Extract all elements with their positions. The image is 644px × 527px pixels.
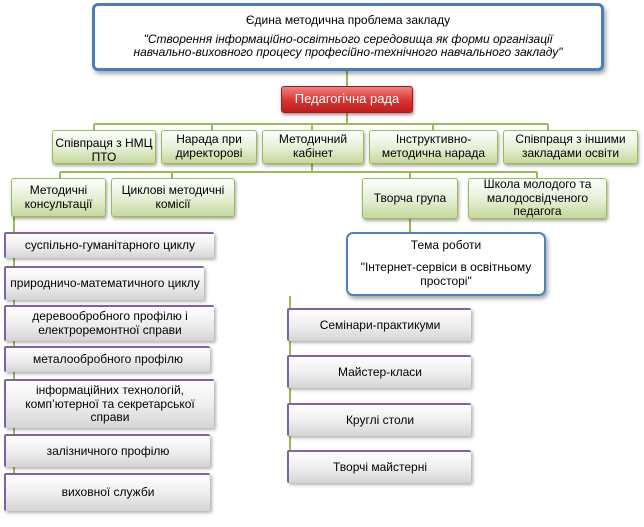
activity-item-seminars: Семінари-практикуми	[287, 308, 471, 341]
main-problem-subtitle-line1: "Створення інформаційно-освітнього серед…	[143, 31, 553, 46]
commission-label: деревообробного профілю і електроремонтн…	[32, 309, 188, 337]
level2-label-methodical-cabinet: Методичний кабінет	[278, 132, 348, 160]
level2-box-other-institutions: Співпраця з іншими закладами освіти	[503, 130, 638, 164]
level2-box-director-meeting: Нарада при директорові	[161, 130, 257, 164]
commission-item-humanities: суспільно-гуманітарного циклу	[4, 232, 214, 258]
commissions-box: Циклові методичні комісії	[111, 178, 235, 217]
activity-label: Круглі столи	[345, 412, 415, 427]
commission-label: інформаційних технологій, комп’ютерної т…	[25, 382, 195, 425]
young-teacher-school-label: Школа молодого та малодосвідченого педаг…	[483, 176, 592, 219]
level2-label-instructive-meeting: Інструктивно-методична нарада	[381, 132, 486, 160]
commission-label: залізничного профілю	[46, 443, 170, 458]
activity-item-master-classes: Майстер-класи	[287, 355, 471, 388]
activity-label: Семінари-практикуми	[319, 317, 441, 332]
level2-box-nmc: Співпраця з НМЦ ПТО	[52, 130, 156, 164]
pedagogical-council-label: Педагогічна рада	[294, 91, 400, 107]
commission-item-it: інформаційних технологій, комп’ютерної т…	[4, 379, 214, 428]
commission-item-education-service: виховної служби	[4, 473, 210, 511]
level2-box-methodical-cabinet: Методичний кабінет	[262, 130, 364, 164]
activity-label: Творчі майстерні	[332, 459, 427, 474]
activity-label: Майстер-класи	[338, 364, 422, 379]
main-problem-title: Єдина методична проблема закладу	[245, 12, 451, 27]
commission-label: металообробного профілю	[33, 352, 183, 367]
creative-group-box: Творча група	[362, 178, 458, 219]
commission-item-natural-math: природничо-математичного циклу	[4, 266, 204, 300]
commission-label: виховної служби	[61, 485, 155, 500]
commission-label: суспільно-гуманітарного циклу	[24, 238, 196, 253]
consultations-box: Методичні консультації	[11, 178, 106, 217]
pedagogical-council-box: Педагогічна рада	[281, 86, 413, 113]
activity-item-workshops: Творчі майстерні	[287, 450, 471, 483]
consultations-label: Методичні консультації	[24, 182, 93, 211]
level2-label-nmc: Співпраця з НМЦ ПТО	[55, 136, 153, 164]
level2-label-director-meeting: Нарада при директорові	[175, 132, 243, 160]
topic-heading: Тема роботи	[410, 238, 482, 253]
level2-label-other-institutions: Співпраця з іншими закладами освіти	[515, 132, 626, 160]
commission-item-metalworking: металообробного профілю	[4, 346, 210, 372]
topic-box: Тема роботи "Інтернет-сервіси в освітньо…	[346, 232, 546, 296]
commission-label: природничо-математичного циклу	[10, 276, 200, 291]
young-teacher-school-box: Школа молодого та малодосвідченого педаг…	[468, 176, 607, 219]
main-problem-box: Єдина методична проблема закладу "Створе…	[92, 3, 604, 71]
commission-item-woodworking: деревообробного профілю і електроремонтн…	[4, 305, 214, 341]
activity-item-round-tables: Круглі столи	[287, 403, 471, 436]
topic-text: "Інтернет-сервіси в освітньому просторі"	[360, 260, 532, 288]
main-problem-subtitle-line2: навчально-виховного процесу професійно-т…	[133, 45, 563, 60]
commission-item-railway: залізничного профілю	[4, 434, 210, 467]
level2-box-instructive-meeting: Інструктивно-методична нарада	[369, 130, 498, 164]
creative-group-label: Творча група	[373, 190, 447, 205]
commissions-label: Циклові методичні комісії	[121, 182, 225, 211]
